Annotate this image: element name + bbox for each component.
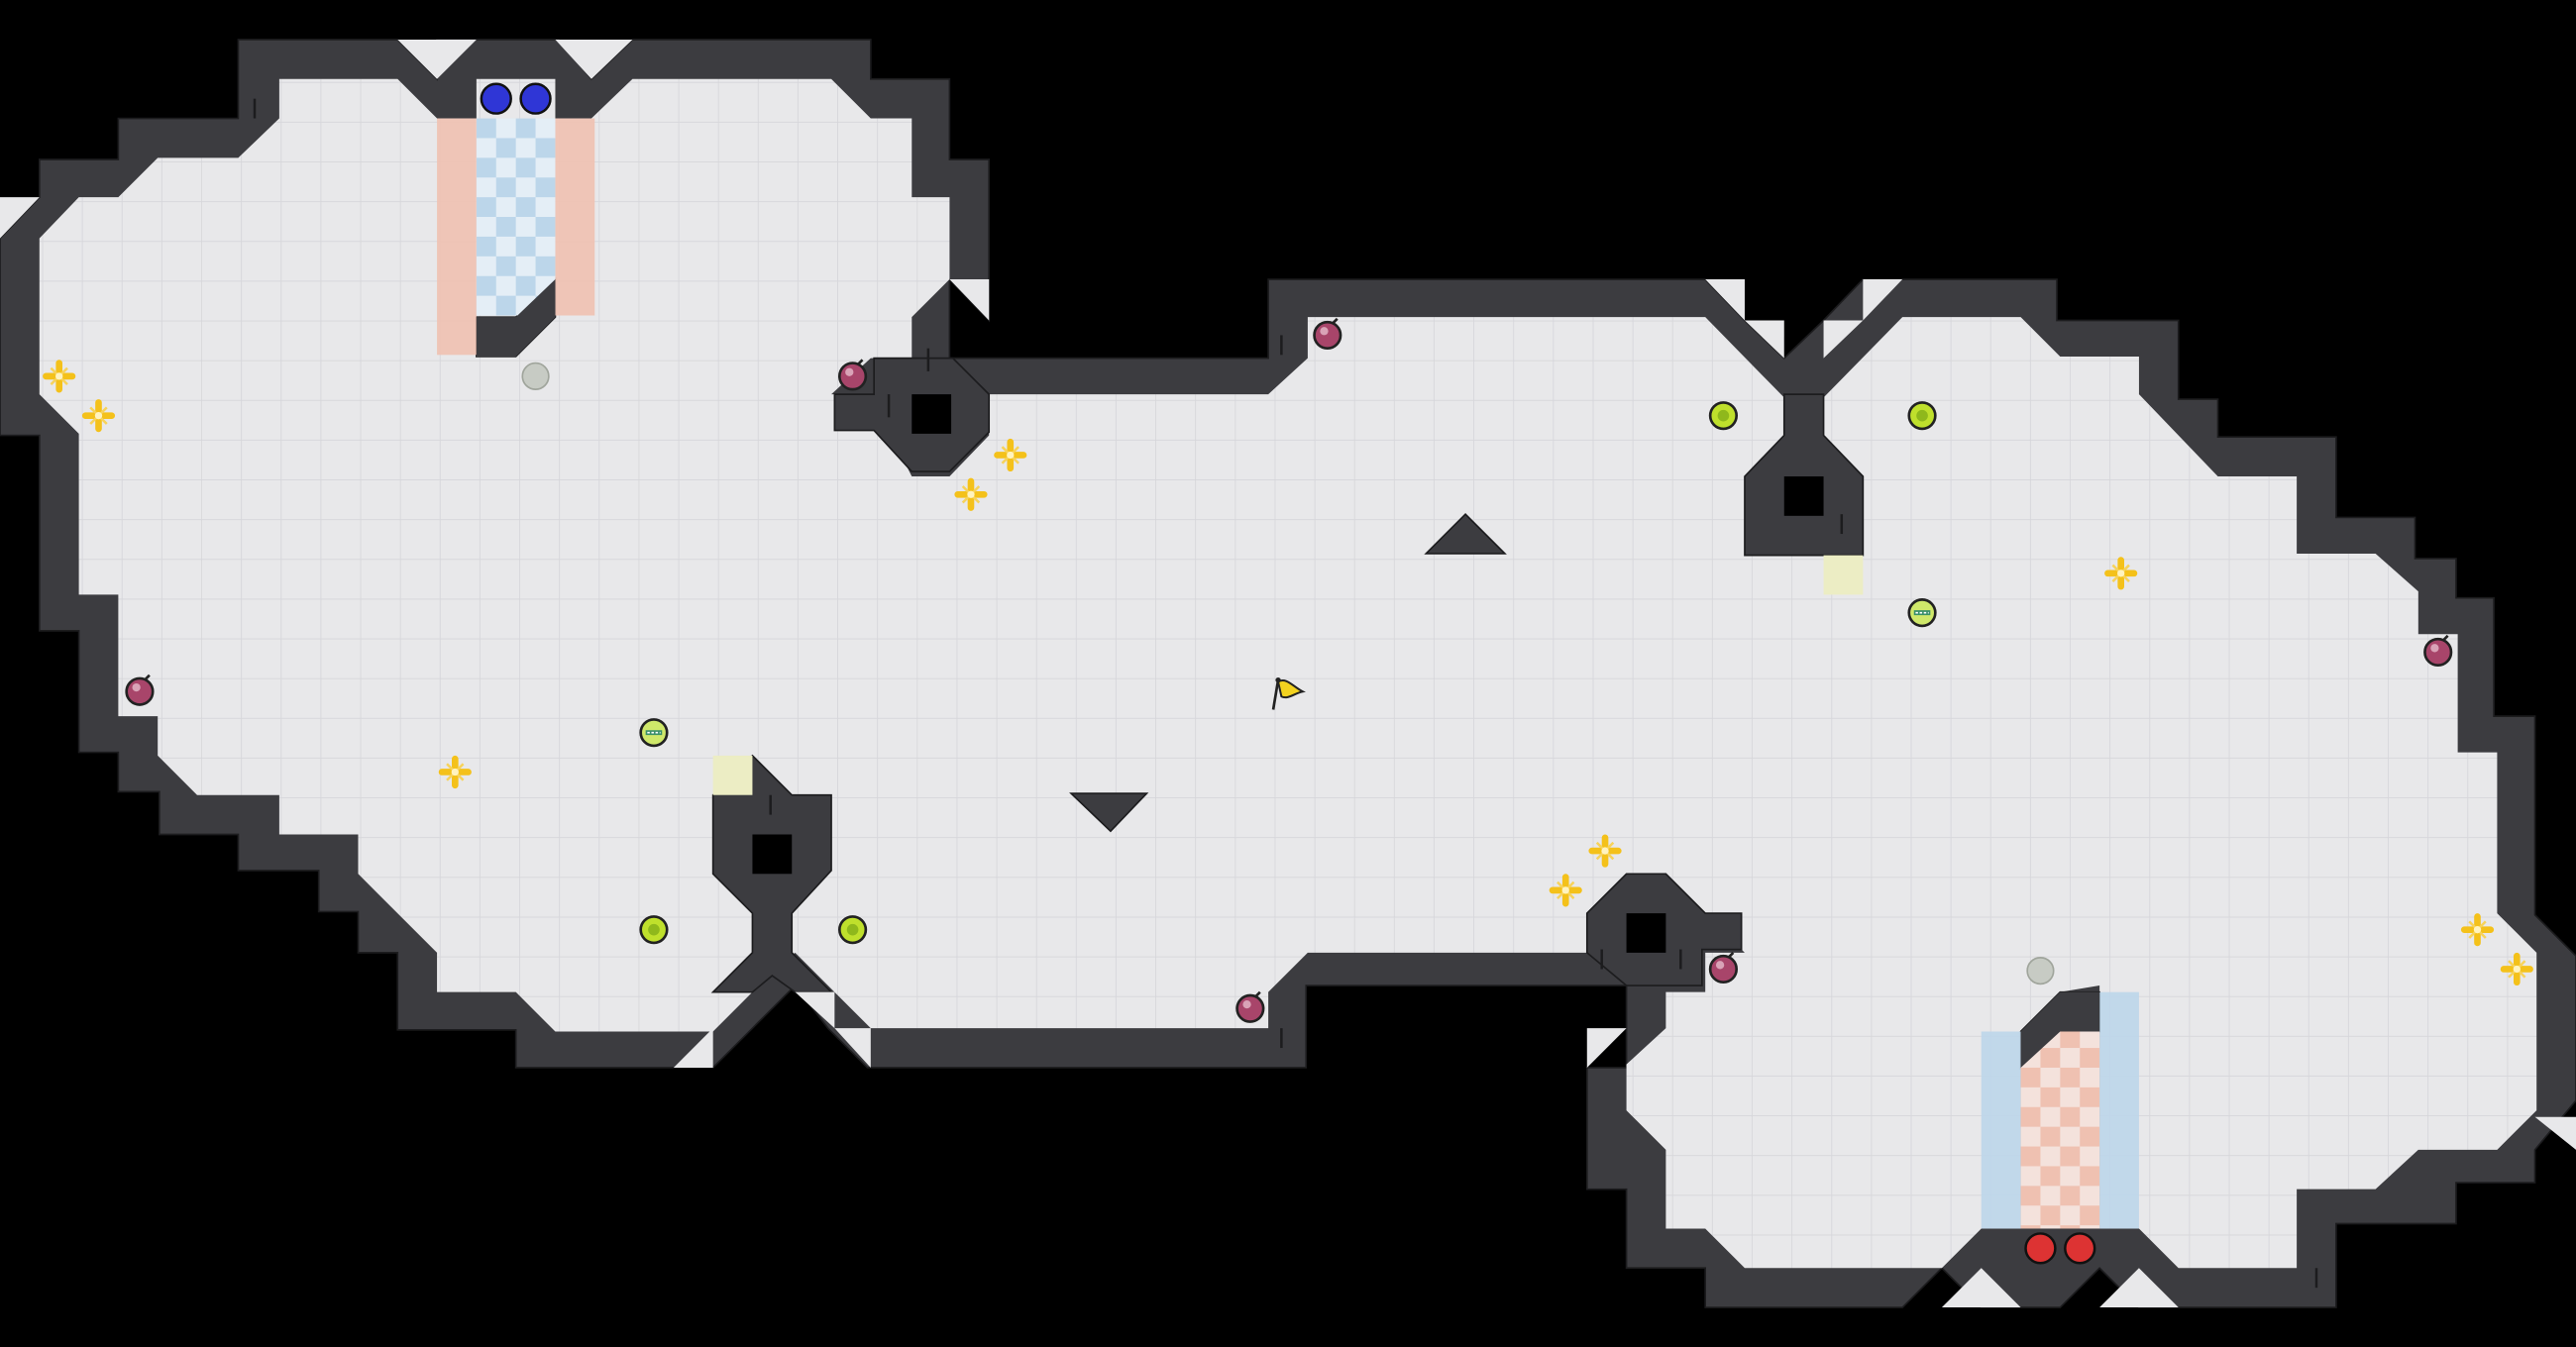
spike-upper [1424,512,1507,555]
arena-floor [39,78,2537,1269]
power-orb-striped-icon [1909,599,1936,626]
red-player-ball [2064,1232,2096,1265]
blue-team-players [480,82,552,115]
wall-ticks [253,98,2318,1289]
red-player-ball [2024,1232,2057,1265]
power-orb-striped-icon [641,719,668,746]
portal-icon [2026,957,2055,985]
red-base-side-right [2099,991,2139,1229]
power-orb-icon [1708,401,1739,431]
gate-tile-right [1823,555,1864,595]
red-base-side-left [1981,1031,2021,1229]
wall-block-top-divider [1744,393,1865,557]
blue-base-side-right [555,118,595,316]
red-base [1981,991,2139,1229]
blue-base-side-left [437,118,477,356]
red-team-players [2024,1232,2096,1265]
portal-icon [521,362,550,390]
gate-tile-left [712,755,753,795]
power-orb-icon [1907,401,1937,431]
blue-player-ball [519,82,552,115]
spike-lower [1069,792,1149,833]
power-orb-icon [837,915,868,945]
red-base-checker [2020,1031,2100,1229]
blue-base [437,118,595,357]
power-orb-icon [639,915,669,945]
blue-player-ball [480,82,512,115]
yellow-flag-icon [1271,676,1306,710]
blue-base-checker [476,118,556,316]
wall-holes [752,394,1824,953]
